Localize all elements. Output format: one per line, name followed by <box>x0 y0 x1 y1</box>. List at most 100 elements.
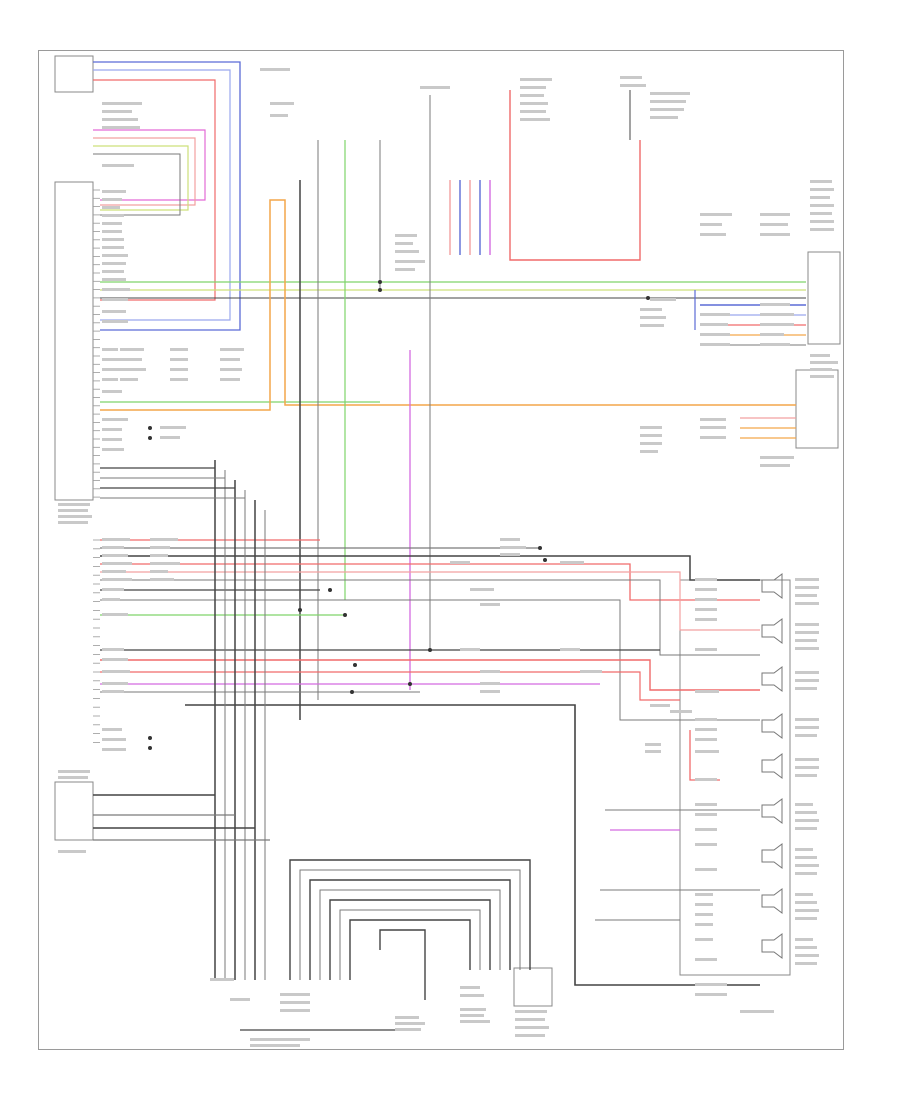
label-mark <box>795 872 817 875</box>
label-mark <box>102 588 124 591</box>
label-mark <box>795 848 813 851</box>
wire-red-top-center <box>509 90 641 261</box>
label-mark <box>150 554 168 557</box>
label-mark <box>795 578 819 581</box>
label-mark <box>810 196 830 199</box>
diagram-border <box>38 50 844 1050</box>
label-mark <box>695 728 717 731</box>
label-mark <box>795 687 817 690</box>
label-mark <box>58 770 90 773</box>
label-mark <box>102 738 126 741</box>
label-mark <box>102 418 128 421</box>
label-mark <box>700 313 730 316</box>
label-mark <box>120 368 146 371</box>
label-mark <box>795 602 819 605</box>
label-mark <box>795 803 813 806</box>
label-mark <box>760 333 784 336</box>
label-mark <box>795 639 817 642</box>
speaker-4 <box>761 713 783 739</box>
label-mark <box>102 390 122 393</box>
label-mark <box>395 268 415 271</box>
label-mark <box>795 758 819 761</box>
label-mark <box>102 428 122 431</box>
label-mark <box>640 324 664 327</box>
label-mark <box>102 578 132 581</box>
label-mark <box>102 690 124 693</box>
label-mark <box>150 570 168 573</box>
wire-pink-1 <box>93 137 196 206</box>
main-module-box <box>54 181 94 501</box>
wire-light-blue-top <box>93 69 231 321</box>
label-mark <box>150 578 174 581</box>
label-mark <box>520 94 544 97</box>
wire-yellow-1 <box>93 145 189 211</box>
wire-blue-top <box>93 61 241 331</box>
speaker-5 <box>761 753 783 779</box>
label-mark <box>695 690 719 693</box>
speaker-6 <box>761 798 783 824</box>
label-mark <box>700 223 722 226</box>
junction-dot <box>350 690 354 694</box>
wire-red-top <box>93 79 216 301</box>
components <box>54 55 841 1007</box>
wire-bottom-small-loop <box>379 929 426 1000</box>
speaker-8 <box>761 888 783 914</box>
label-mark <box>160 436 180 439</box>
label-mark <box>695 843 717 846</box>
label-mark <box>58 776 88 779</box>
label-mark <box>650 298 676 301</box>
label-mark <box>150 562 180 565</box>
label-mark <box>170 358 188 361</box>
label-mark <box>760 303 790 306</box>
label-mark <box>810 188 834 191</box>
wire-red-spk-4 <box>689 730 720 781</box>
label-mark <box>700 418 726 421</box>
label-mark <box>102 670 130 673</box>
label-mark <box>102 298 128 301</box>
junction-dot <box>148 436 152 440</box>
label-mark <box>58 521 88 524</box>
label-mark <box>460 1014 484 1017</box>
label-mark <box>120 348 144 351</box>
label-mark <box>695 803 717 806</box>
label-mark <box>520 118 550 121</box>
label-mark <box>102 348 118 351</box>
label-mark <box>102 658 128 661</box>
wire-dark-bottom-loop <box>185 704 760 986</box>
label-mark <box>170 368 188 371</box>
label-mark <box>695 893 713 896</box>
junction-dot <box>298 608 302 612</box>
label-mark <box>640 316 666 319</box>
label-mark <box>695 993 727 996</box>
label-mark <box>500 538 520 541</box>
label-mark <box>695 813 717 816</box>
label-mark <box>795 819 819 822</box>
label-mark <box>695 903 713 906</box>
label-mark <box>645 750 661 753</box>
label-mark <box>102 288 130 291</box>
label-mark <box>795 774 817 777</box>
label-mark <box>102 358 120 361</box>
label-mark <box>170 348 188 351</box>
label-mark <box>280 1001 310 1004</box>
label-mark <box>760 233 790 236</box>
wire-bottom-loop <box>289 859 531 980</box>
bottom-right-component-box <box>513 967 553 1007</box>
label-mark <box>810 368 832 371</box>
wire-bottom-loop <box>349 919 471 980</box>
label-mark <box>460 994 484 997</box>
label-mark <box>795 856 817 859</box>
label-mark <box>102 262 126 265</box>
label-mark <box>760 213 790 216</box>
label-mark <box>695 608 717 611</box>
label-mark <box>102 198 122 201</box>
label-mark <box>150 538 178 541</box>
label-mark <box>640 308 662 311</box>
junction-dot <box>353 663 357 667</box>
label-mark <box>795 893 813 896</box>
label-mark <box>795 726 819 729</box>
label-mark <box>515 1034 545 1037</box>
label-mark <box>560 561 584 564</box>
label-mark <box>102 238 124 241</box>
label-mark <box>102 230 122 233</box>
